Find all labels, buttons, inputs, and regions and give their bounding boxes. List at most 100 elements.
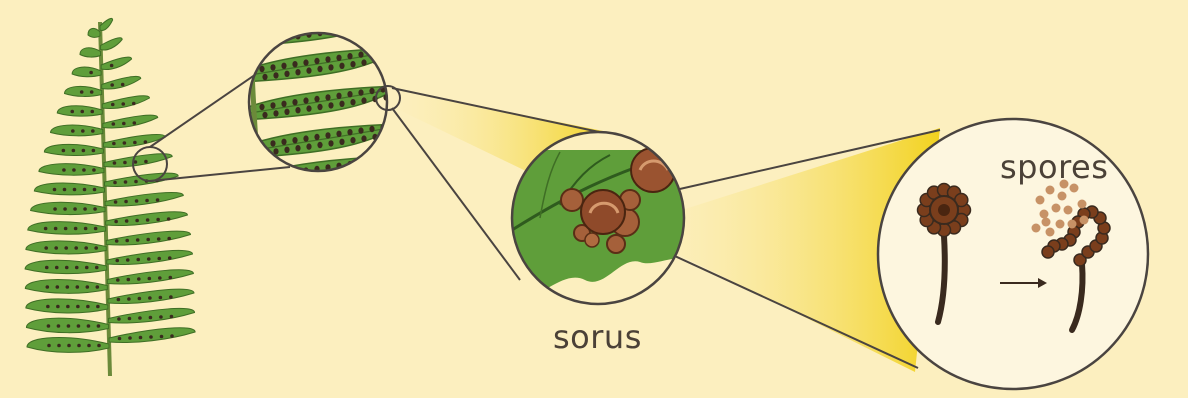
sori-dot [46,285,50,289]
sori-dot [281,139,286,145]
sori-dot [170,315,174,319]
sori-dot [126,258,130,262]
sori-dot [347,129,352,135]
frond-pinna-right [103,115,158,128]
sori-dot [262,74,267,80]
sori-dot [292,99,297,105]
sori-dot [128,336,132,340]
sori-dot [350,169,355,175]
sori-dot [136,238,140,242]
sori-dot [314,58,319,64]
sori-dot [77,344,81,348]
sori-dot [76,285,80,289]
sori-dot [328,140,333,146]
sori-dot [139,336,143,340]
sori-dot [156,218,160,222]
sori-dot [82,168,86,172]
sori-dot [372,166,377,172]
sori-dot [358,159,363,165]
sori-dot [118,337,122,341]
frond-pinna-left [88,28,100,37]
sori-dot [347,91,352,97]
sori-dot [325,94,330,100]
sori-dot [317,66,322,72]
sori-dot [116,278,120,282]
sori-dot [95,266,99,270]
sori-dot [84,227,88,231]
sori-dot [87,324,91,328]
sori-dot [325,132,330,138]
sori-dot [67,344,71,348]
sori-dot [73,188,77,192]
sori-dot [87,344,91,348]
frond-leaflets [25,18,195,352]
sori-dot [125,219,129,223]
sori-dot [86,305,90,309]
sori-dot [262,150,267,156]
sori-dot [325,20,330,26]
sori-dot [380,12,385,18]
sori-dot [281,171,286,177]
sori-dot [47,324,51,328]
sori-dot [144,160,148,164]
sori-dot [110,64,114,68]
sori-dot [383,20,388,26]
sori-dot [123,141,127,145]
sori-dot [82,149,86,153]
sori-dot [138,316,142,320]
sori-dot [71,129,75,133]
sori-dot [93,207,97,211]
sori-dot [369,158,374,164]
sori-dot [358,51,363,57]
sori-dot [358,89,363,95]
sori-dot [67,324,71,328]
sori-dot [295,145,300,151]
sori-dot [123,161,127,165]
sori-dot [369,14,374,20]
sori-dot [336,93,341,99]
sori-dot [350,61,355,67]
sori-dot [62,149,66,153]
sori-dot [314,22,319,28]
spore [1078,200,1087,209]
sori-dot [273,36,278,42]
sori-dot [383,56,388,62]
spore [1052,204,1061,213]
sori-dot [144,140,148,144]
sori-dot [270,28,275,34]
sori-dot [115,259,119,263]
sori-dot [156,198,160,202]
sori-dot [167,237,171,241]
annulus-cell [1042,246,1054,258]
sori-dot [292,61,297,67]
sori-dot [62,168,66,172]
sori-dot [47,344,51,348]
spore [1056,220,1065,229]
sori-dot [157,237,161,241]
sori-dot [128,317,132,321]
sori-dot [110,83,114,87]
sori-dot [350,25,355,31]
frond-pinna-right [102,76,141,89]
sori-dot [295,177,300,183]
sori-dot [74,227,78,231]
spore [1040,210,1049,219]
sori-dot [56,305,60,309]
spore [1046,228,1055,237]
sori-dot [93,188,97,192]
sori-dot [281,63,286,69]
sori-dot [270,140,275,146]
sori-dot [369,126,374,132]
sori-dot [170,334,174,338]
sori-dot [361,59,366,65]
sori-dot [77,324,81,328]
sori-dot [96,305,100,309]
sori-dot [44,246,48,250]
sori-dot [80,90,84,94]
sori-dot [63,207,67,211]
sori-dot [113,181,117,185]
sori-dot [94,246,98,250]
sori-dot [112,122,116,126]
sori-dot [361,23,366,29]
sori-dot [380,48,385,54]
